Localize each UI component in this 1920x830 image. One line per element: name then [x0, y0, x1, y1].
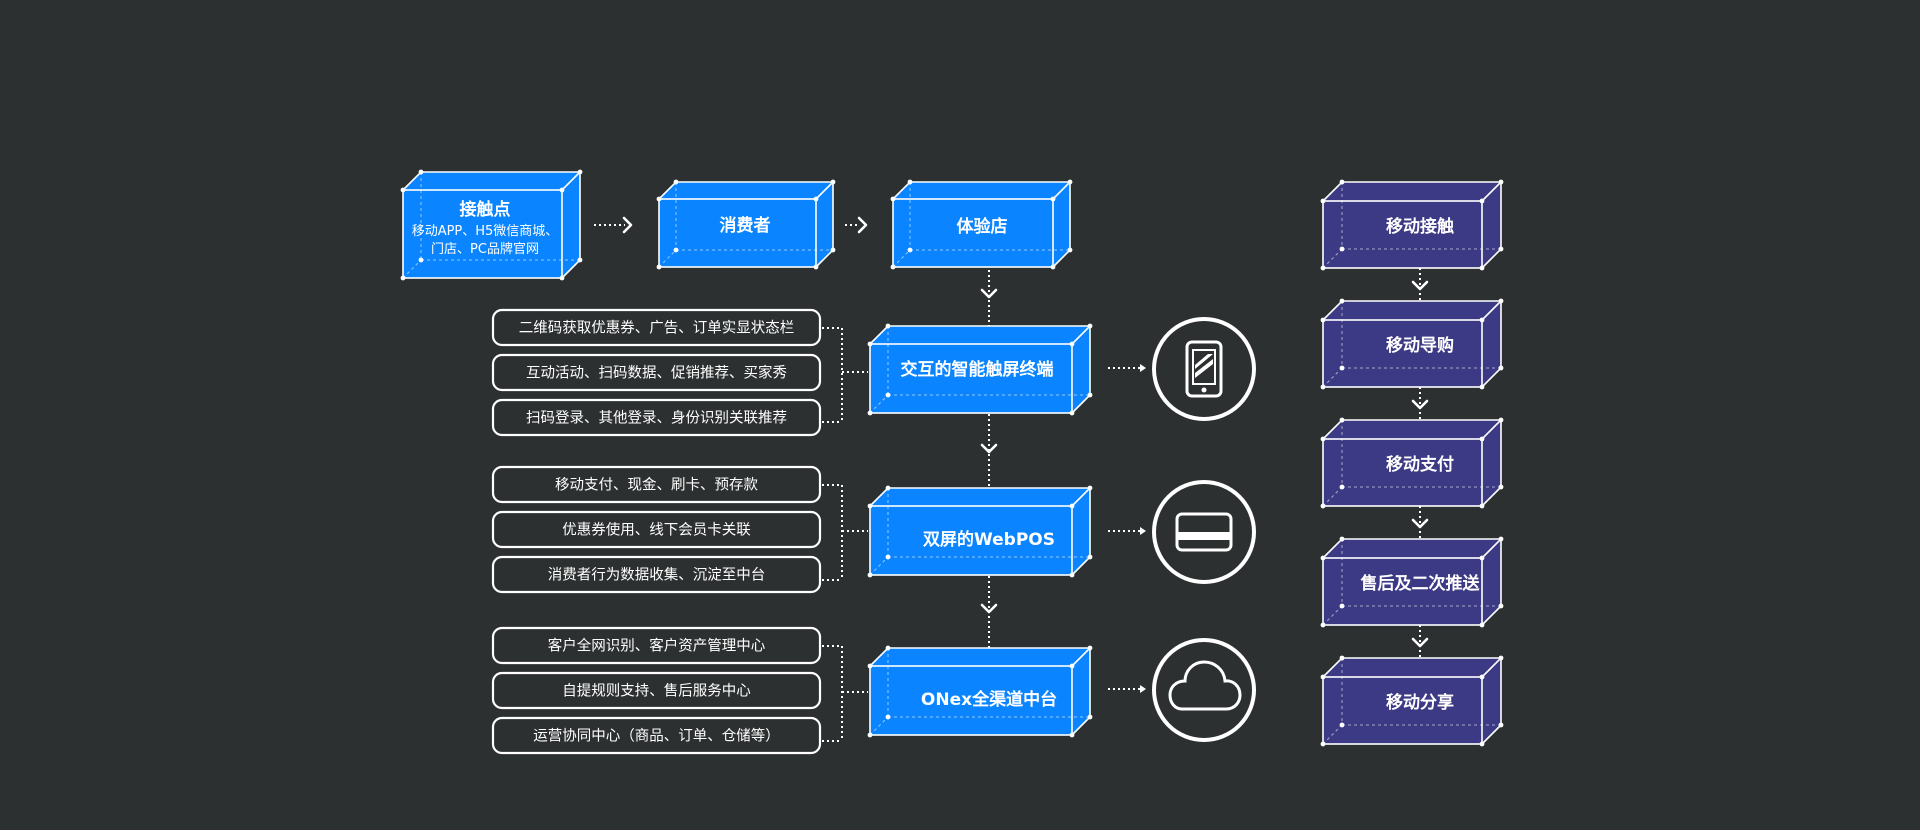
feature-text: 扫码登录、其他登录、身份识别关联推荐	[526, 410, 787, 427]
feature-pill: 二维码获取优惠券、广告、订单实显状态栏	[491, 308, 822, 347]
connector-mobile-1	[1411, 268, 1429, 300]
mobile-flow-label: 移动导购	[1386, 335, 1454, 356]
consumer-box: 消费者	[656, 179, 836, 270]
touchpoint-title: 接触点	[460, 199, 511, 220]
middle-platform-label: ONex全渠道中台	[921, 689, 1057, 710]
feature-pill: 消费者行为数据收集、沉淀至中台	[491, 555, 822, 594]
connector-store-terminal	[980, 270, 998, 330]
connector-terminal-icon	[1108, 364, 1146, 372]
mobile-flow-step: 移动支付	[1320, 417, 1504, 509]
middle-platform-box: ONex全渠道中台	[867, 645, 1093, 738]
feature-pill: 自提规则支持、售后服务中心	[491, 671, 822, 710]
feature-text: 自提规则支持、售后服务中心	[562, 683, 751, 700]
touch-terminal-label: 交互的智能触屏终端	[901, 359, 1054, 380]
touch-terminal-box: 交互的智能触屏终端	[867, 323, 1093, 416]
connector-platform-icon	[1108, 685, 1146, 693]
connector-mobile-2	[1411, 387, 1429, 419]
connector-terminal-webpos	[980, 414, 998, 488]
cloud-icon	[1152, 638, 1256, 742]
mobile-flow-label: 移动支付	[1386, 454, 1454, 475]
mobile-flow-step: 售后及二次推送	[1320, 536, 1504, 628]
store-label: 体验店	[957, 216, 1008, 237]
connector-touchpoint-consumer	[594, 216, 633, 234]
mobile-flow-label: 移动分享	[1386, 692, 1454, 713]
mobile-flow-step: 移动接触	[1320, 179, 1504, 271]
terminal-features: 二维码获取优惠券、广告、订单实显状态栏 互动活动、扫码数据、促销推荐、买家秀 扫…	[491, 308, 868, 437]
store-box: 体验店	[890, 179, 1073, 270]
connector-consumer-store	[845, 216, 868, 234]
card-icon	[1152, 480, 1256, 584]
feature-text: 互动活动、扫码数据、促销推荐、买家秀	[526, 365, 787, 382]
feature-text: 优惠券使用、线下会员卡关联	[562, 522, 751, 539]
connector-webpos-platform	[980, 576, 998, 648]
mobile-flow-label: 售后及二次推送	[1361, 573, 1481, 594]
feature-pill: 移动支付、现金、刷卡、预存款	[491, 465, 822, 504]
connector-mobile-4	[1411, 625, 1429, 657]
feature-text: 客户全网识别、客户资产管理中心	[548, 637, 766, 655]
feature-pill: 优惠券使用、线下会员卡关联	[491, 510, 822, 549]
feature-pill: 客户全网识别、客户资产管理中心	[491, 626, 822, 665]
feature-text: 消费者行为数据收集、沉淀至中台	[548, 567, 766, 584]
touchpoint-line2: 门店、PC品牌官网	[431, 241, 539, 257]
connector-webpos-icon	[1108, 527, 1146, 535]
feature-text: 运营协同中心（商品、订单、仓储等）	[533, 727, 780, 745]
feature-pill: 运营协同中心（商品、订单、仓储等）	[491, 716, 822, 755]
mobile-flow-label: 移动接触	[1386, 216, 1454, 237]
webpos-label: 双屏的WebPOS	[923, 529, 1055, 550]
connector-mobile-3	[1411, 506, 1429, 538]
mobile-flow: 移动接触 移动导购 移动支付 售后及二次推送	[1320, 179, 1504, 747]
platform-features: 客户全网识别、客户资产管理中心 自提规则支持、售后服务中心 运营协同中心（商品、…	[491, 626, 868, 755]
feature-pill: 扫码登录、其他登录、身份识别关联推荐	[491, 398, 822, 437]
touchpoint-line1: 移动APP、H5微信商城、	[412, 224, 559, 239]
touchpoint-box: 接触点 移动APP、H5微信商城、 门店、PC品牌官网	[400, 169, 583, 281]
webpos-features: 移动支付、现金、刷卡、预存款 优惠券使用、线下会员卡关联 消费者行为数据收集、沉…	[491, 465, 868, 594]
feature-text: 二维码获取优惠券、广告、订单实显状态栏	[519, 320, 795, 337]
mobile-flow-step: 移动分享	[1320, 655, 1504, 747]
feature-text: 移动支付、现金、刷卡、预存款	[555, 477, 758, 494]
feature-pill: 互动活动、扫码数据、促销推荐、买家秀	[491, 353, 822, 392]
webpos-box: 双屏的WebPOS	[867, 485, 1093, 578]
tablet-icon	[1152, 317, 1256, 421]
mobile-flow-step: 移动导购	[1320, 298, 1504, 390]
consumer-label: 消费者	[720, 215, 771, 236]
